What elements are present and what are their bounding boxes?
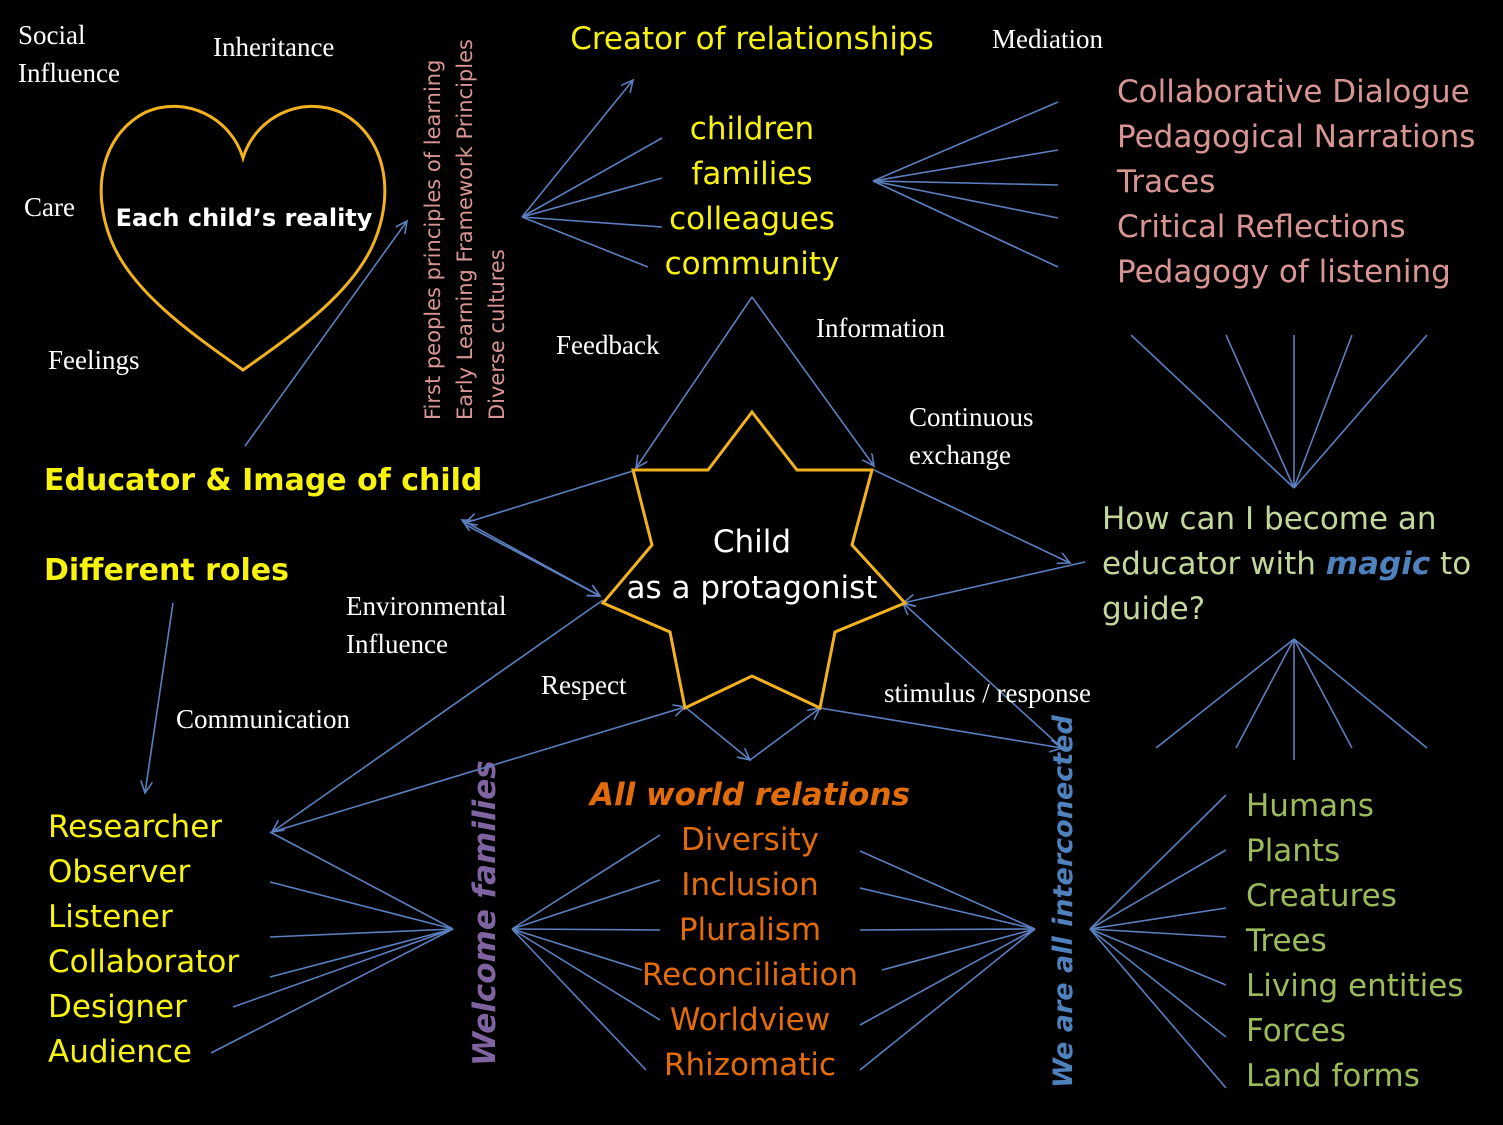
interconnected-label: We are all interconected [1048, 715, 1079, 1088]
question-bottom-fan [1155, 638, 1428, 760]
world-title: All world relations [587, 777, 910, 813]
relationships-left-fan [521, 80, 663, 268]
role-item: Designer [48, 989, 187, 1025]
nature-item: Trees [1245, 923, 1327, 959]
world-item: Inclusion [681, 867, 818, 903]
role-item: Audience [48, 1034, 192, 1070]
relationship-item: children [690, 111, 814, 147]
different-roles-label: Different roles [44, 553, 289, 588]
care-label: Care [24, 192, 75, 222]
relationship-item: families [691, 156, 812, 192]
mediation-item: Traces [1116, 164, 1215, 200]
information-label: Information [816, 313, 945, 343]
social-influence-label: Social Influence [18, 20, 120, 88]
mediation-fan [872, 101, 1059, 268]
center-triangle-arrows [272, 296, 1086, 832]
nature-item: Land forms [1246, 1058, 1420, 1094]
world-item: Worldview [670, 1002, 830, 1038]
mediation-item: Pedagogical Narrations [1117, 119, 1475, 155]
environmental-influence-label: Environmental Influence [346, 591, 513, 659]
welcome-families-label: Welcome families [467, 760, 503, 1066]
feelings-label: Feelings [48, 345, 140, 375]
center-text-line-1: Child [713, 524, 791, 560]
nature-fan [1089, 794, 1227, 1089]
role-item: Listener [48, 899, 173, 935]
role-item: Researcher [48, 809, 222, 845]
feedback-label: Feedback [556, 330, 660, 360]
nature-item: Creatures [1246, 878, 1397, 914]
nature-item: Plants [1246, 833, 1340, 869]
principles-line-1: First peoples principles of learning [421, 60, 445, 420]
arrow-roles-down [145, 602, 174, 793]
world-item: Diversity [681, 822, 819, 858]
question-text: How can I become an educator with magic … [1102, 501, 1481, 627]
center-text-line-2: as a protagonist [627, 570, 878, 606]
principles-line-3: Diverse cultures [485, 249, 509, 420]
heart-shape [99, 104, 387, 372]
heart-text: Each child’s reality [116, 204, 373, 232]
roles-fan-lines [210, 831, 454, 1054]
mediation-item: Collaborative Dialogue [1117, 74, 1470, 110]
educator-image-label: Educator & Image of child [44, 463, 482, 498]
role-item: Observer [48, 854, 190, 890]
world-item: Reconciliation [642, 957, 858, 993]
nature-item: Humans [1246, 788, 1374, 824]
nature-item: Living entities [1246, 968, 1464, 1004]
nature-item: Forces [1246, 1013, 1346, 1049]
role-item: Collaborator [48, 944, 239, 980]
creator-title: Creator of relationships [570, 21, 934, 57]
mediation-label: Mediation [992, 24, 1103, 54]
relationship-item: colleagues [669, 201, 835, 237]
magic-word: magic [1326, 546, 1431, 582]
world-item: Pluralism [679, 912, 821, 948]
principles-line-2: Early Learning Framework Principles [453, 39, 477, 420]
mediation-item: Critical Reflections [1117, 209, 1406, 245]
world-item: Rhizomatic [664, 1047, 836, 1083]
world-left-fan [511, 834, 661, 1071]
communication-label: Communication [176, 704, 350, 734]
inheritance-label: Inheritance [213, 32, 334, 62]
center-star [600, 409, 908, 711]
continuous-exchange-label: Continuous exchange [909, 402, 1040, 470]
stimulus-response-label: stimulus / response [884, 678, 1091, 708]
relationship-item: community [665, 246, 840, 282]
respect-label: Respect [541, 670, 627, 700]
question-top-fan [1130, 334, 1428, 489]
mediation-item: Pedagogy of listening [1117, 254, 1451, 290]
world-right-fan [859, 850, 1036, 1071]
arrow-educator-to-principles [244, 221, 407, 447]
